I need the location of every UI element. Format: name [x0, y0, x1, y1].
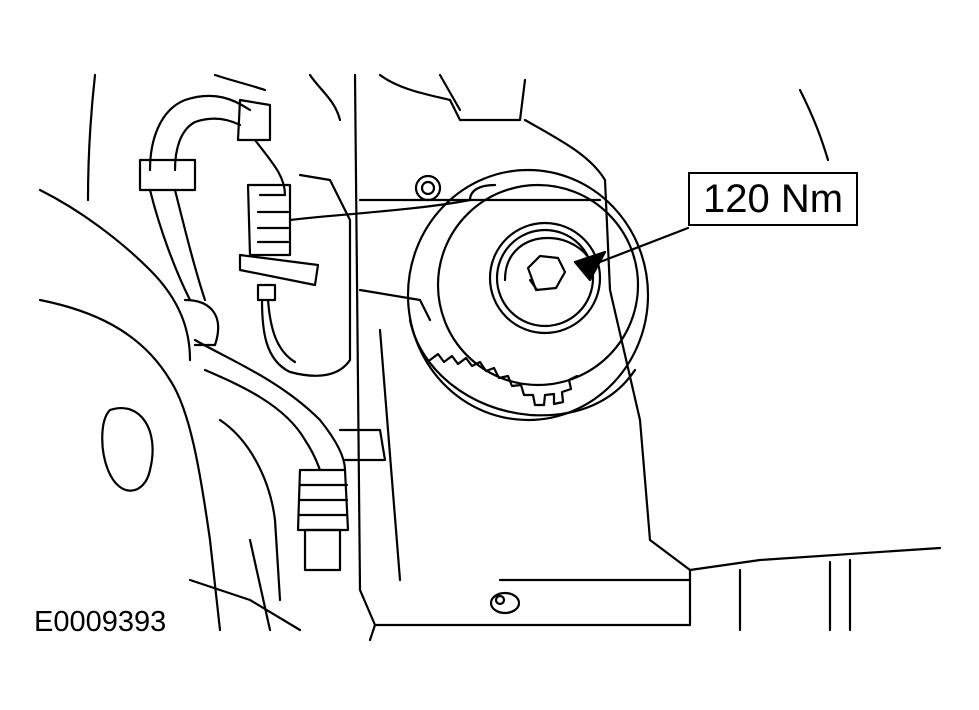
figure-id-label: E0009393 — [34, 606, 167, 638]
hoses-and-pipes — [138, 94, 352, 572]
lower-mounting-boss — [489, 591, 521, 615]
mounting-bracket — [288, 174, 602, 582]
engine-casing — [353, 73, 942, 642]
torque-spec-label: 120 Nm — [688, 172, 858, 226]
chassis-side-panel — [38, 73, 387, 632]
hex-bolt-icon — [495, 228, 595, 328]
tightening-arrow-icon — [503, 226, 690, 282]
crankshaft-pulley — [406, 168, 650, 422]
